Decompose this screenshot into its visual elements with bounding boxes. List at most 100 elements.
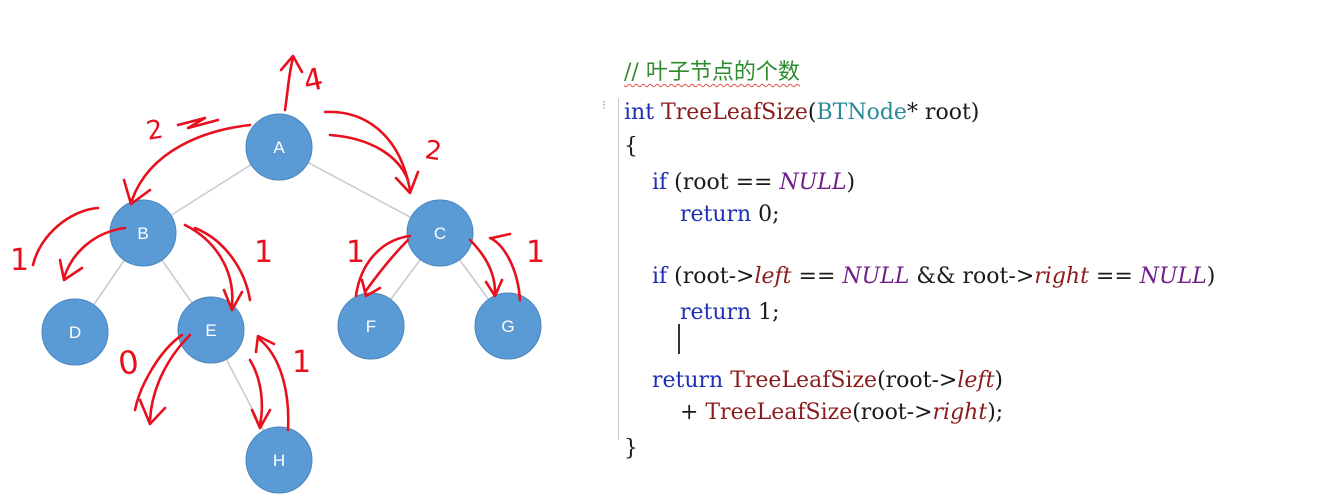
a-to-b-label: 2 (144, 114, 166, 146)
code-token: ) (846, 170, 856, 195)
c-to-g-return (488, 232, 522, 302)
code-token: && root-> (909, 264, 1035, 289)
node-label: C (434, 224, 446, 243)
tree-node-g: G (474, 292, 542, 360)
node-circle (406, 199, 474, 267)
binary-tree-diagram: A B C D E F G H 4 2 2 1 1 0 1 1 (10, 54, 545, 494)
code-token (624, 170, 652, 195)
code-token: if (651, 264, 668, 289)
code-token: if (651, 170, 668, 195)
code-token: ) (1206, 264, 1216, 289)
code-token: ) (994, 368, 1004, 393)
code-line: return 1; (624, 298, 780, 328)
code-token: NULL (842, 264, 910, 289)
code-token: left (754, 264, 792, 289)
node-label: E (205, 321, 216, 340)
code-line: + TreeLeafSize(root->right); (624, 398, 1003, 428)
c-to-g-label: 1 (526, 235, 545, 270)
code-token: * root) (906, 100, 980, 125)
code-token: == (791, 264, 843, 289)
code-token: right (1034, 264, 1089, 289)
code-token: + (624, 400, 706, 425)
code-line: if (root->left == NULL && root->right ==… (624, 262, 1215, 292)
b-to-d-label: 1 (10, 243, 29, 278)
tree-edges (74, 146, 509, 461)
code-token: TreeLeafSize (730, 368, 878, 393)
a-to-c-arrow-outer (328, 133, 410, 182)
node-label: A (273, 138, 285, 157)
b-to-d-return (31, 206, 100, 267)
code-token: left (957, 368, 995, 393)
e-to-left-null-arrow (138, 333, 192, 426)
tree-node-a: A (245, 113, 313, 181)
c-to-g-arrow (468, 238, 504, 298)
code-token: TreeLeafSize (661, 100, 808, 125)
code-token: if (root-> (624, 264, 754, 289)
code-token: == (1088, 264, 1140, 289)
code-line: { (624, 132, 638, 162)
e-to-h-label: 1 (292, 345, 311, 380)
code-outline-guide (618, 98, 619, 440)
code-token (654, 100, 661, 125)
c-to-f-return (354, 234, 412, 298)
node-label: B (137, 224, 148, 243)
tree-node-h: H (245, 426, 313, 494)
tree-node-b: B (109, 199, 177, 267)
code-token: return (624, 300, 752, 325)
a-to-c-label: 2 (423, 135, 444, 167)
tree-nodes: A B C D E F G H (41, 113, 542, 494)
b-to-e-return (193, 226, 252, 302)
node-label: F (366, 317, 376, 336)
code-token: 1; (751, 300, 780, 325)
node-label: G (501, 317, 514, 336)
code-token: 0; (751, 202, 780, 227)
root-return-arrow (279, 54, 304, 112)
node-circle (109, 199, 177, 267)
node-circle (41, 298, 109, 366)
a-to-b-arrow (122, 123, 252, 206)
code-token: BTNode (816, 100, 907, 125)
code-token: return (624, 368, 724, 393)
node-circle (177, 296, 245, 364)
code-token: int (624, 100, 655, 125)
code-token: (root == (667, 170, 780, 195)
c-to-f-arrow (360, 238, 410, 298)
e-to-left-null-return (133, 333, 184, 412)
code-token: (root-> (667, 264, 755, 289)
code-token: } (624, 436, 638, 461)
code-token (624, 264, 652, 289)
code-token: right (932, 400, 988, 425)
e-to-left-null-label: 0 (116, 342, 141, 382)
text-cursor (678, 324, 680, 354)
b-to-d-arrow (58, 226, 127, 282)
b-to-e-arrow (183, 223, 244, 312)
code-line: if (root == NULL) (624, 168, 855, 198)
tree-node-d: D (41, 298, 109, 366)
code-comment: // 叶子节点的个数 (624, 60, 800, 85)
code-line: return TreeLeafSize(root->left) (624, 366, 1003, 396)
fold-marker-icon[interactable]: ⁝ (602, 98, 606, 112)
node-label: D (69, 323, 81, 342)
b-to-e-label: 1 (254, 235, 273, 270)
code-panel: ⁝ // 叶子节点的个数 int TreeLeafSize(BTNode* ro… (602, 54, 1314, 464)
code-token: (root-> (877, 368, 958, 393)
code-token: TreeLeafSize (705, 400, 853, 425)
e-to-h-return (254, 334, 290, 432)
code-token: (root-> (852, 400, 933, 425)
code-token: if (root == (624, 170, 779, 195)
tree-node-f: F (337, 292, 405, 360)
tree-node-e: E (177, 296, 245, 364)
code-token: { (624, 134, 638, 159)
a-to-c-arrow (323, 110, 420, 195)
node-circle (245, 113, 313, 181)
a-to-b-scribble (176, 116, 220, 130)
node-label: H (273, 451, 285, 470)
node-circle (245, 426, 313, 494)
code-line: int TreeLeafSize(BTNode* root) (624, 98, 979, 128)
e-to-h-arrow (248, 358, 272, 430)
code-token: ( (807, 100, 817, 125)
c-to-f-label: 1 (346, 235, 365, 270)
root-return-label: 4 (300, 62, 326, 100)
code-line: return 0; (624, 200, 780, 230)
node-circle (474, 292, 542, 360)
